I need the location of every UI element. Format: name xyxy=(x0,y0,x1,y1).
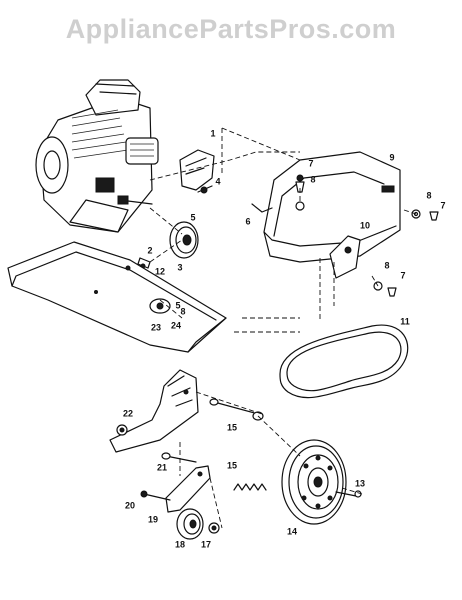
label-part-2: 2 xyxy=(147,245,152,255)
part-21-pivot xyxy=(161,452,197,463)
label-part-6: 6 xyxy=(245,216,250,226)
label-part-8-right: 8 xyxy=(426,190,431,200)
label-part-7-top: 7 xyxy=(308,158,313,168)
label-part-19: 19 xyxy=(148,514,158,524)
part-9-belt-cover xyxy=(263,151,401,263)
label-part-8-lower: 8 xyxy=(384,260,389,270)
part-10-bracket xyxy=(329,235,361,279)
watermark-text: AppliancePartsPros.com xyxy=(65,14,397,44)
part-3-engine-pulley xyxy=(169,221,199,259)
part-20-bolt xyxy=(140,490,171,501)
part-22-nut xyxy=(116,424,128,436)
label-part-10: 10 xyxy=(360,220,370,230)
label-part-17: 17 xyxy=(201,539,211,549)
part-15-shaft xyxy=(209,398,264,421)
part-17-nut xyxy=(208,522,220,534)
label-part-7-right: 7 xyxy=(440,200,445,210)
label-part-24: 24 xyxy=(171,320,181,330)
label-part-23: 23 xyxy=(151,322,161,332)
label-part-8-top: 8 xyxy=(310,174,315,184)
label-part-14: 14 xyxy=(287,526,297,536)
label-part-5-lower: 5 xyxy=(175,300,180,310)
label-part-20: 20 xyxy=(125,500,135,510)
label-part-9: 9 xyxy=(389,152,394,162)
part-19-idler-bracket xyxy=(165,465,211,513)
engine xyxy=(35,79,159,233)
cover-hardware xyxy=(251,174,439,297)
spring xyxy=(233,483,267,491)
lower-frame-arm xyxy=(109,369,199,453)
hood-bolt xyxy=(149,298,171,314)
assembly-lines xyxy=(149,127,417,529)
label-part-5-upper: 5 xyxy=(190,212,195,222)
label-part-13: 13 xyxy=(355,478,365,488)
part-14-drive-pulley xyxy=(281,439,347,525)
label-part-22: 22 xyxy=(123,408,133,418)
part-4-bolt xyxy=(197,185,213,194)
part-1-bracket xyxy=(179,149,215,191)
label-part-3: 3 xyxy=(177,262,182,272)
label-part-7-lower: 7 xyxy=(400,270,405,280)
label-part-15-shaft: 15 xyxy=(227,422,237,432)
tiller-hood xyxy=(7,241,227,353)
label-part-12: 12 xyxy=(155,266,165,276)
label-part-8-hood: 8 xyxy=(180,306,185,316)
part-labels: 1 2 3 4 5 5 6 7 7 7 8 8 8 8 9 10 11 12 1… xyxy=(123,128,446,549)
part-11-v-belt xyxy=(279,324,409,399)
label-part-4: 4 xyxy=(215,176,220,186)
label-part-1: 1 xyxy=(210,128,215,138)
label-part-21: 21 xyxy=(157,462,167,472)
part-18-idler-pulley xyxy=(176,508,204,540)
label-part-11: 11 xyxy=(400,316,410,326)
label-part-18: 18 xyxy=(175,539,185,549)
label-part-15-spring: 15 xyxy=(227,460,237,470)
